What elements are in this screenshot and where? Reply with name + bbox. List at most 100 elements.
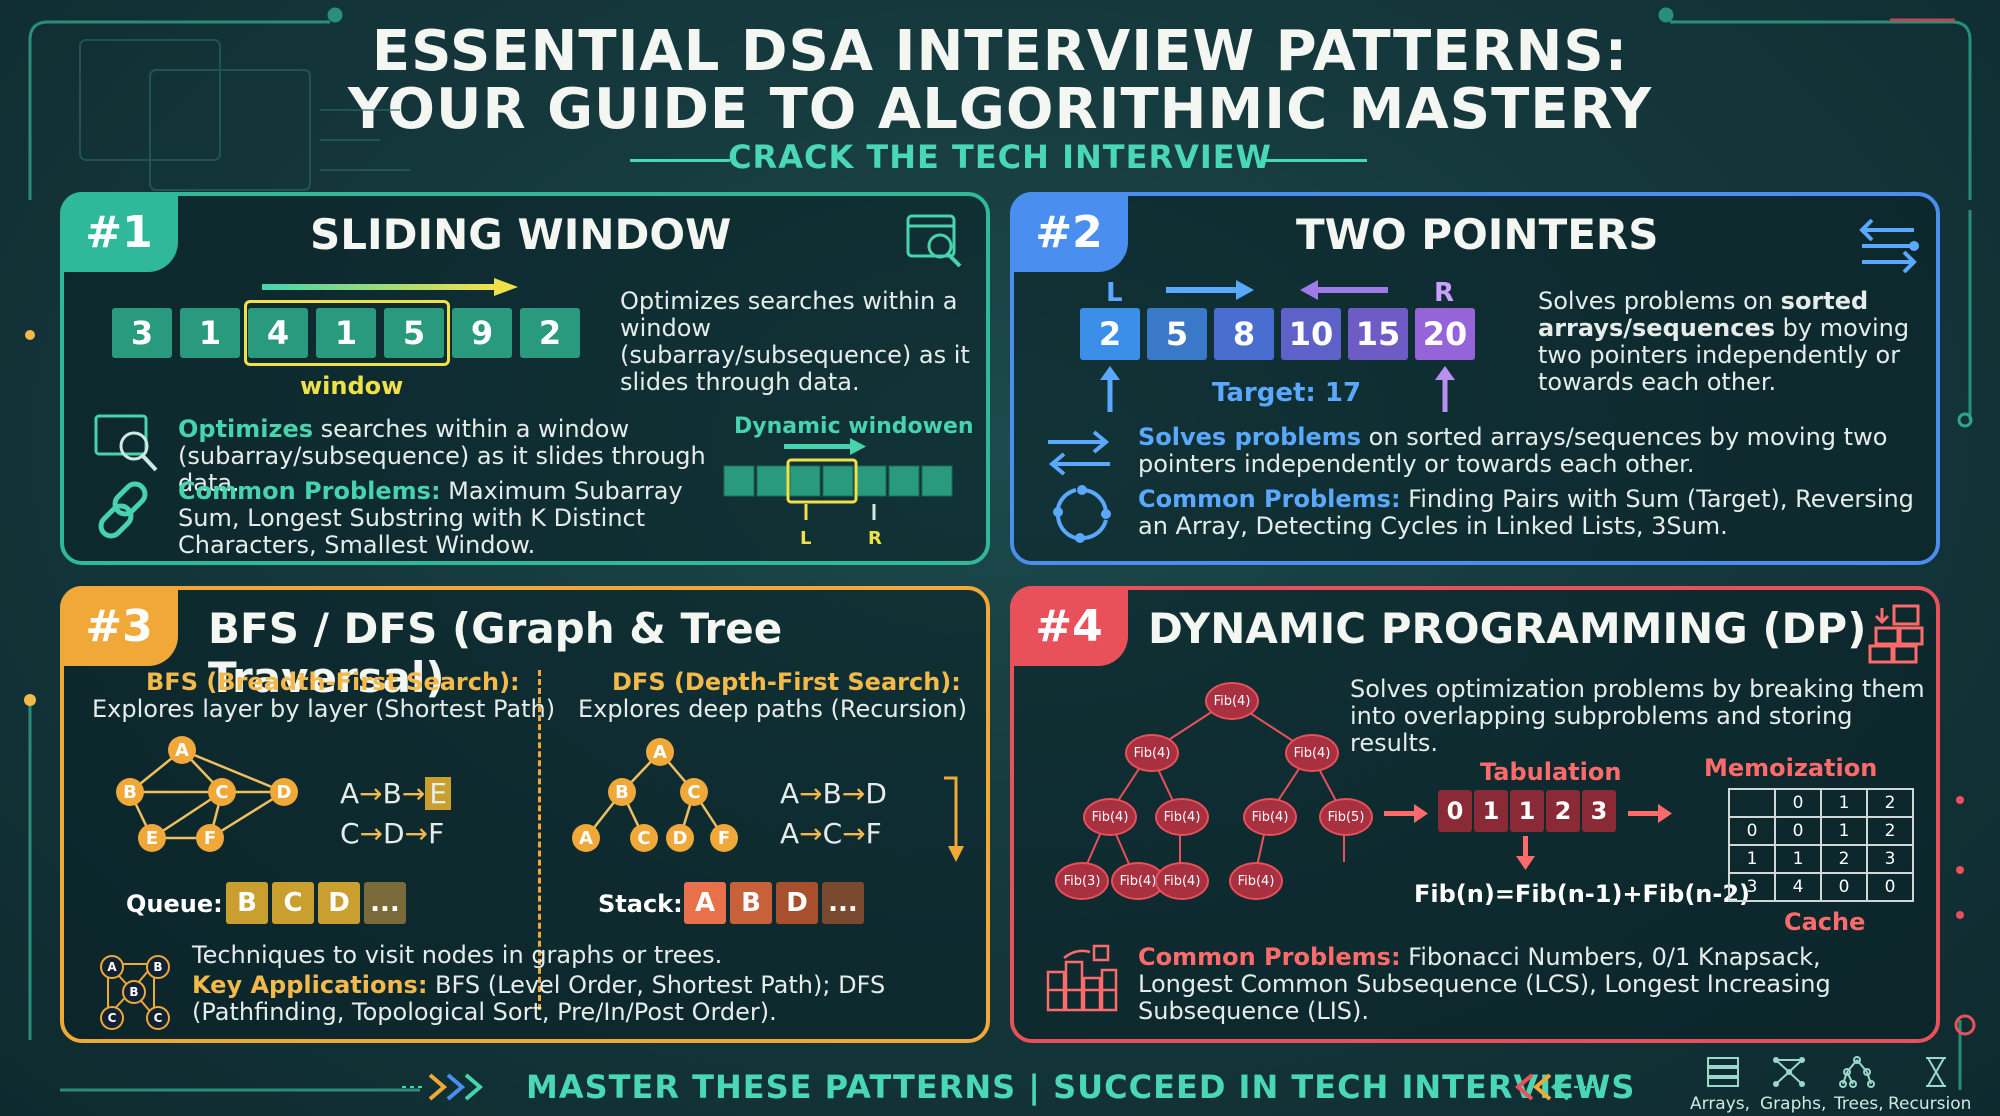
common-problems-rest: Maximum Subarray Sum, Longest Substring … <box>178 477 683 559</box>
array-cell: 15 <box>1348 308 1408 360</box>
panel1-number: #1 <box>60 192 178 272</box>
memo-cell <box>1728 788 1776 818</box>
memo-cell: 1 <box>1820 788 1868 818</box>
footer-tagline: MASTER THESE PATTERNS | SUCCEED IN TECH … <box>526 1068 1636 1106</box>
window-label: window <box>300 372 404 400</box>
dfs-node: D <box>666 824 694 852</box>
chain-link-icon <box>98 481 148 539</box>
bfs-node: A <box>168 736 196 764</box>
desc-bold: sorted arrays/sequences <box>1538 287 1869 342</box>
tabulation-label: Tabulation <box>1480 758 1622 786</box>
bfs-path-1: A→B→E <box>340 777 452 810</box>
cache-label: Cache <box>1784 908 1866 936</box>
path-node: F <box>865 817 882 850</box>
panel-dynamic-programming: #4 DYNAMIC PROGRAMMING (DP) Solves optim… <box>1010 586 1940 1043</box>
dfs-subtitle: Explores deep paths (Recursion) <box>578 695 967 723</box>
array-cell: 5 <box>384 308 444 358</box>
path-node: B <box>822 777 842 810</box>
stack-label: Stack: <box>598 890 683 918</box>
bfs-node: F <box>196 824 224 852</box>
panel2-title: TWO POINTERS <box>1296 210 1659 259</box>
icon-node: A <box>100 955 124 979</box>
panel3-techniques: Techniques to visit nodes in graphs or t… <box>192 941 723 969</box>
footer-chevrons-left-icon <box>402 1073 484 1101</box>
footer-icon-label-arrays: Arrays, <box>1690 1094 1751 1114</box>
path-node: E <box>425 777 452 810</box>
tab-cell: 2 <box>1546 790 1580 832</box>
dfs-node: C <box>630 824 658 852</box>
optimizes-rest: searches within a window (subarray/subse… <box>178 415 706 497</box>
dfs-node: B <box>608 778 636 806</box>
key-applications-keyword: Key Applications: <box>192 971 428 999</box>
array-cell: 2 <box>1080 308 1140 360</box>
dfs-down-arrow-icon <box>944 776 964 862</box>
icon-node: B <box>146 955 170 979</box>
path-node: C <box>822 817 843 850</box>
queue-cell: B <box>226 882 268 924</box>
path-arrow: → <box>842 817 866 850</box>
panel2-number: #2 <box>1010 192 1128 272</box>
page-title-line1: ESSENTIAL DSA INTERVIEW PATTERNS: <box>371 19 1629 84</box>
path-node: A <box>780 777 800 810</box>
array-cell: 9 <box>452 308 512 358</box>
icon-node: C <box>146 1006 170 1030</box>
panel1-title: SLIDING WINDOW <box>310 210 732 259</box>
path-node: F <box>428 817 445 850</box>
panel3-number: #3 <box>60 586 178 666</box>
path-arrow: → <box>359 777 383 810</box>
panel2-description: Solves problems on sorted arrays/sequenc… <box>1538 288 1933 396</box>
tab-cell: 0 <box>1438 790 1472 832</box>
array-cell: 2 <box>520 308 580 358</box>
panel3-title: BFS / DFS (Graph & Tree Traversal) <box>208 604 783 702</box>
stack-cell: ... <box>822 882 864 924</box>
panel2-solves-text: Solves problems on sorted arrays/sequenc… <box>1138 424 1928 478</box>
tree-icon <box>1839 1056 1875 1088</box>
panel4-title: DYNAMIC PROGRAMMING (DP) <box>1148 604 1867 653</box>
memo-cell: 4 <box>1774 872 1822 902</box>
fib-node: Fib(4) <box>1155 798 1209 836</box>
icon-node: C <box>100 1006 124 1030</box>
queue-cell: D <box>318 882 360 924</box>
fib-node: Fib(4) <box>1205 682 1259 720</box>
path-arrow: → <box>799 777 823 810</box>
page-subtitle: CRACK THE TECH INTERVIEW <box>728 138 1272 176</box>
solves-rest: on sorted arrays/sequences by moving two… <box>1138 423 1888 478</box>
memo-cell: 3 <box>1866 844 1914 874</box>
bfs-node: E <box>138 824 166 852</box>
memo-cell: 0 <box>1820 872 1868 902</box>
fib-node: Fib(4) <box>1229 862 1283 900</box>
bidirectional-arrows-icon <box>1048 430 1110 476</box>
memo-cell: 1 <box>1820 816 1868 846</box>
path-node: D <box>383 817 405 850</box>
footer-icon-label-recursion: Recursion <box>1888 1094 1972 1114</box>
left-pointer-label: L <box>1106 278 1123 308</box>
footer-chevrons-right-icon <box>1514 1073 1598 1101</box>
panel4-description: Solves optimization problems by breaking… <box>1350 675 1925 757</box>
array-cell: 8 <box>1214 308 1274 360</box>
panel-two-pointers: #2 TWO POINTERS L R 2 5 8 10 15 20 Targe… <box>1010 192 1940 565</box>
bfs-node: B <box>116 778 144 806</box>
path-arrow: → <box>841 777 866 810</box>
bfs-dfs-divider <box>538 670 541 1010</box>
table-to-memo-arrow <box>1628 804 1672 823</box>
fib-node: Fib(4) <box>1243 798 1297 836</box>
graph-icon <box>1773 1057 1805 1087</box>
right-pointer-label: R <box>1434 278 1455 308</box>
panel1-optimizes-text: Optimizes searches within a window (suba… <box>178 416 728 497</box>
page-title-line2: YOUR GUIDE TO ALGORITHMIC MASTERY <box>347 77 1653 142</box>
path-arrow: → <box>404 817 429 850</box>
common-problems-keyword: Common Problems: <box>1138 943 1401 971</box>
magnifier-icon <box>94 414 158 472</box>
array-cell: 1 <box>180 308 240 358</box>
fib-node: Fib(4) <box>1155 862 1209 900</box>
subtitle-rule-left <box>630 159 730 162</box>
path-node: C <box>340 817 360 850</box>
panel4-number: #4 <box>1010 586 1128 666</box>
tab-cell: 3 <box>1582 790 1616 832</box>
dfs-path-1: A→B→D <box>780 778 887 810</box>
window-highlight <box>244 300 450 366</box>
dyn-right-pointer: R <box>868 528 882 549</box>
